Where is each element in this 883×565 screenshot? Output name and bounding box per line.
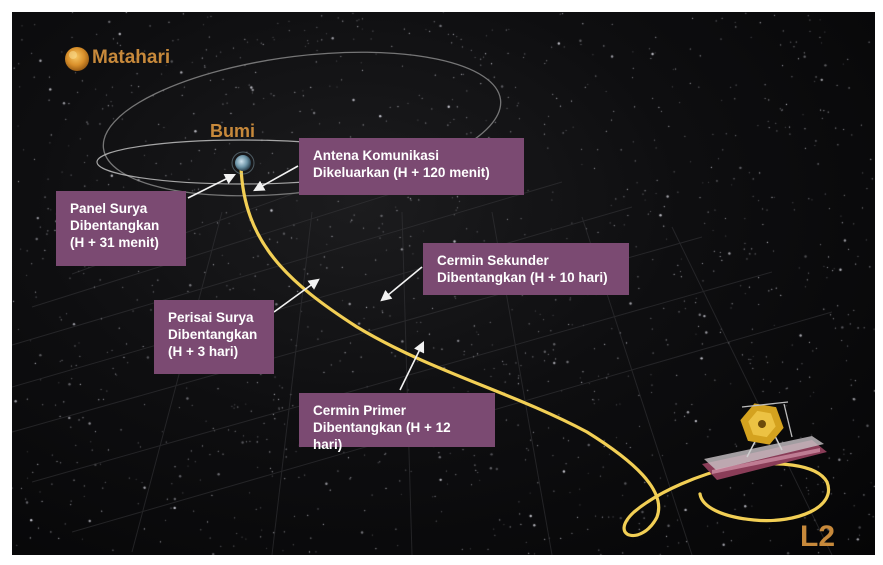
earth-label: Bumi <box>210 121 255 141</box>
arrow-cermin-sekunder <box>380 266 423 302</box>
callout-arrows <box>187 165 425 391</box>
space-background: Matahari Bumi L2 Panel Surya Dibentangka… <box>12 12 875 555</box>
trajectory-path <box>239 165 831 538</box>
callout-panel-surya: Panel Surya Dibentangkan (H + 31 menit) <box>56 191 186 266</box>
sun-label: Matahari <box>92 47 171 68</box>
earth-icon <box>231 151 255 175</box>
arrow-antena <box>253 165 299 192</box>
sun-icon <box>65 47 89 71</box>
callout-antena-komunikasi: Antena Komunikasi Dikeluarkan (H + 120 m… <box>299 138 524 195</box>
arrow-cermin-primer <box>399 340 425 391</box>
callout-cermin-sekunder: Cermin Sekunder Dibentangkan (H + 10 har… <box>423 243 629 295</box>
callout-perisai-surya: Perisai Surya Dibentangkan (H + 3 hari) <box>154 300 274 374</box>
l2-label: L2 <box>800 520 836 553</box>
arrow-perisai-surya <box>273 278 320 313</box>
telescope-icon <box>702 401 827 480</box>
arrow-panel-surya <box>187 173 237 199</box>
callout-cermin-primer: Cermin Primer Dibentangkan (H + 12 hari) <box>299 393 495 452</box>
